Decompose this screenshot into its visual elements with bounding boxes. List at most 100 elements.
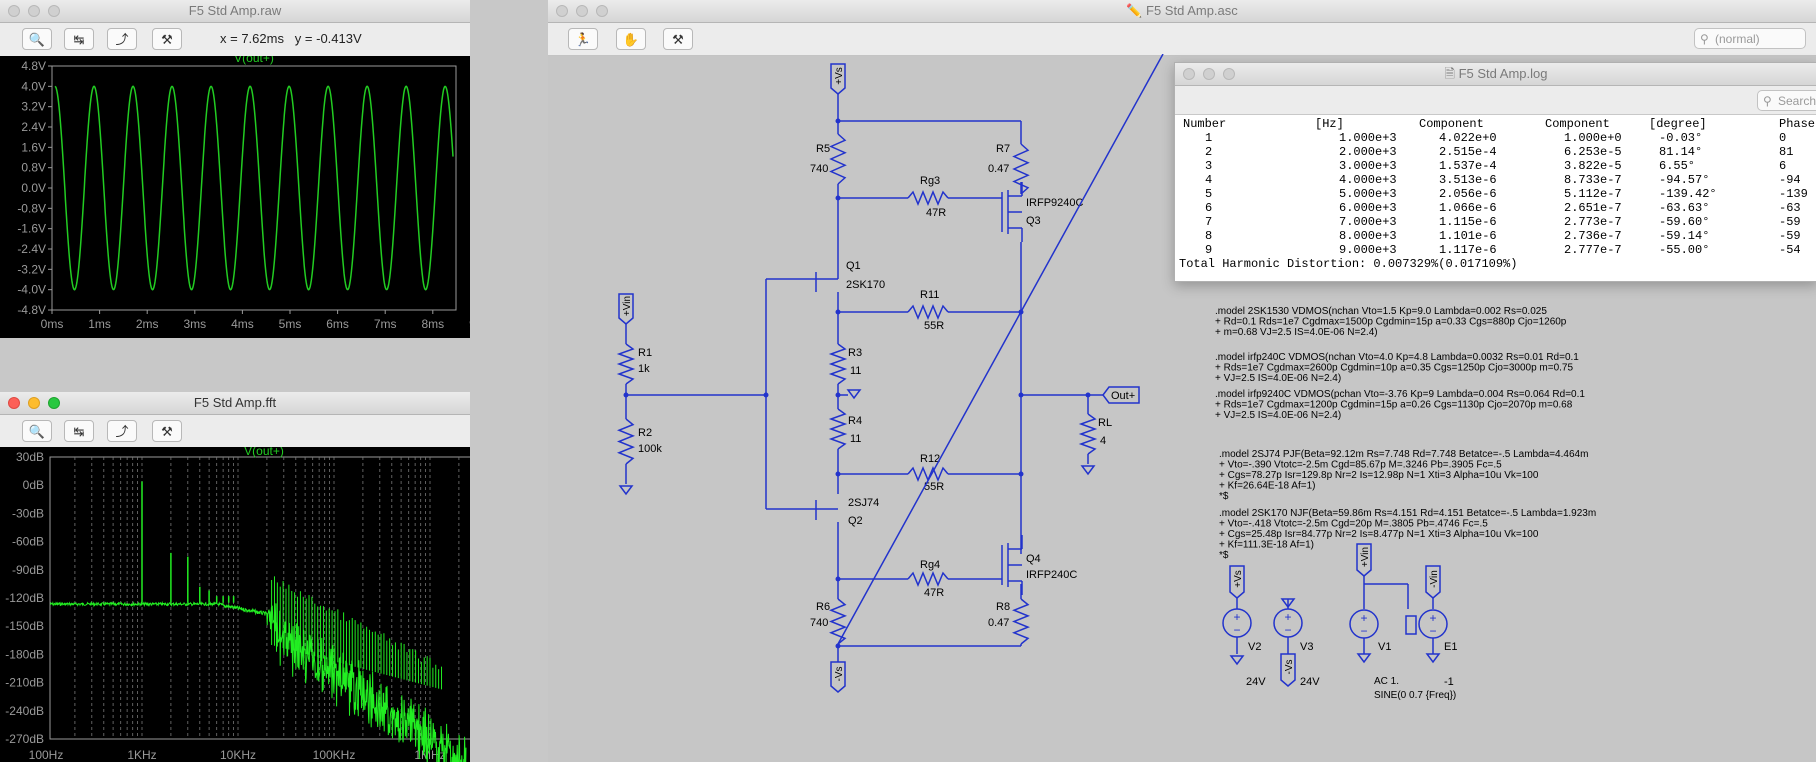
resistor-r12 xyxy=(907,466,949,482)
y-tick-label: 3.2V xyxy=(21,100,46,114)
zoom-button[interactable] xyxy=(48,5,60,17)
window-title: F5 Std Amp.asc xyxy=(1146,3,1238,18)
plot-frame xyxy=(49,456,470,740)
x-tick-label: 100KHz xyxy=(313,748,356,762)
log-cell: 2.651e-7 xyxy=(1564,201,1622,215)
thd-line: Total Harmonic Distortion: 0.007329%(0.0… xyxy=(1179,257,1518,271)
zoom-icon[interactable]: 🔍 xyxy=(22,420,52,442)
log-cell: 4.000e+3 xyxy=(1339,173,1397,187)
label-ac: AC 1. xyxy=(1374,676,1399,687)
voltage-source-v3-plus: + xyxy=(1284,610,1291,624)
label-r1v: 1k xyxy=(638,363,650,375)
label-rg4: Rg4 xyxy=(920,559,940,571)
log-cell: 6 xyxy=(1779,159,1787,173)
log-cell: -0.03° xyxy=(1659,131,1703,145)
column-header: [Hz] xyxy=(1315,117,1344,131)
search-input[interactable]: ⚲(normal) xyxy=(1694,28,1806,49)
net-flag-shape xyxy=(830,661,846,693)
trace-label: V(out+) xyxy=(234,56,274,65)
e1-flag: -Vin xyxy=(1425,565,1441,599)
fft-titlebar[interactable]: F5 Std Amp.fft xyxy=(0,392,470,415)
log-cell: 8.000e+3 xyxy=(1339,229,1397,243)
x-tick-label: 4ms xyxy=(231,317,254,331)
log-cell: 1.000e+3 xyxy=(1339,131,1397,145)
label-r11: R11 xyxy=(920,289,939,301)
close-button[interactable] xyxy=(556,5,568,17)
window-title: F5 Std Amp.raw xyxy=(188,3,282,18)
pan-icon[interactable]: ⤴ xyxy=(107,420,137,442)
log-cell: -59 xyxy=(1779,215,1801,229)
label-rl: RL xyxy=(1098,417,1112,429)
log-window: 🗎 F5 Std Amp.log ⚲Search Number[Hz]Compo… xyxy=(1174,62,1816,282)
pan-icon[interactable]: ⤴ xyxy=(107,28,137,50)
fft-svg: V(out+)30dB0dB-30dB-60dB-90dB-120dB-150d… xyxy=(5,444,470,762)
minimize-button[interactable] xyxy=(28,5,40,17)
y-tick-label: 0.0V xyxy=(21,181,46,195)
minimize-button[interactable] xyxy=(1203,68,1215,80)
label-v1: V1 xyxy=(1378,641,1391,653)
minimize-button[interactable] xyxy=(28,397,40,409)
close-button[interactable] xyxy=(8,5,20,17)
autorange-icon[interactable]: ↹ xyxy=(64,28,94,50)
minimize-button[interactable] xyxy=(576,5,588,17)
autorange-icon[interactable]: ↹ xyxy=(64,420,94,442)
probe-icon[interactable]: ⚒ xyxy=(152,28,182,50)
label-vin_src: +Vin xyxy=(1360,547,1371,567)
spice-model-line: .model irfp9240C VDMOS(pchan Vto=-3.76 K… xyxy=(1215,389,1585,400)
close-button[interactable] xyxy=(1183,68,1195,80)
label-r5: R5 xyxy=(816,143,830,155)
waveform-svg: V(out+)4.8V4.0V3.2V2.4V1.6V0.8V0.0V-0.8V… xyxy=(17,51,470,331)
zoom-icon[interactable]: 🔍 xyxy=(22,28,52,50)
log-cell: 5.000e+3 xyxy=(1339,187,1397,201)
resistor-r5 xyxy=(829,133,847,185)
y-tick-label: -240dB xyxy=(5,704,44,718)
label-out: Out+ xyxy=(1111,390,1135,402)
schematic-canvas[interactable]: +VsR5740R70.47Rg347RIRFP9240CQ3Q12SK170R… xyxy=(548,54,1816,762)
label-sine: SINE(0 0.7 {Freq}) xyxy=(1374,690,1456,701)
y-tick-label: -210dB xyxy=(5,676,44,690)
log-cell: 0 xyxy=(1779,131,1787,145)
raw-toolbar: 🔍 ↹ ⤴ ⚒ x = 7.62ms y = -0.413V xyxy=(0,23,470,57)
y-tick-label: 4.0V xyxy=(21,79,46,93)
raw-titlebar[interactable]: F5 Std Amp.raw xyxy=(0,0,470,23)
x-tick-label: 9ms xyxy=(469,317,470,331)
search-placeholder: (normal) xyxy=(1715,32,1760,46)
log-cell: -59 xyxy=(1779,229,1801,243)
probe-icon[interactable]: ⚒ xyxy=(663,28,693,50)
log-cell: 1.101e-6 xyxy=(1439,229,1497,243)
log-cell: 2.000e+3 xyxy=(1339,145,1397,159)
label-r12: R12 xyxy=(920,453,940,465)
label-r2: R2 xyxy=(638,427,652,439)
spice-model-line: + Kf=26.64E-18 Af=1) xyxy=(1219,481,1315,492)
spice-model-line: + Rds=1e7 Cgdmax=2600p Cgdmin=10p a=0.35… xyxy=(1215,363,1573,374)
asc-titlebar[interactable]: ✏️ F5 Std Amp.asc xyxy=(548,0,1816,23)
resistor-r7 xyxy=(1012,143,1030,195)
zoom-button[interactable] xyxy=(48,397,60,409)
log-search-input[interactable]: ⚲Search xyxy=(1757,90,1816,111)
x-tick-label: 1ms xyxy=(88,317,111,331)
y-tick-label: -60dB xyxy=(12,535,44,549)
run-icon[interactable]: 🏃 xyxy=(568,28,598,50)
zoom-button[interactable] xyxy=(596,5,608,17)
resistor-r1 xyxy=(616,343,636,385)
y-tick-label: -180dB xyxy=(5,647,44,661)
resistor-r4 xyxy=(828,408,848,450)
probe-icon[interactable]: ⚒ xyxy=(152,420,182,442)
hand-icon[interactable]: ✋ xyxy=(616,28,646,50)
log-cell: 2.056e-6 xyxy=(1439,187,1497,201)
label-vs_p: +Vs xyxy=(1233,570,1244,588)
readout-x: x = 7.62ms xyxy=(220,31,284,46)
y-tick-label: -4.0V xyxy=(17,283,46,297)
log-titlebar[interactable]: 🗎 F5 Std Amp.log xyxy=(1175,63,1816,86)
voltage-source-e1-plus: + xyxy=(1429,611,1436,625)
close-button[interactable] xyxy=(8,397,20,409)
raw-window: F5 Std Amp.raw 🔍 ↹ ⤴ ⚒ x = 7.62ms y = -0… xyxy=(0,0,470,338)
label-v3v: 24V xyxy=(1300,676,1320,688)
x-tick-label: 6ms xyxy=(326,317,349,331)
label-r3: R3 xyxy=(848,347,862,359)
log-cell: 2.515e-4 xyxy=(1439,145,1497,159)
zoom-button[interactable] xyxy=(1223,68,1235,80)
